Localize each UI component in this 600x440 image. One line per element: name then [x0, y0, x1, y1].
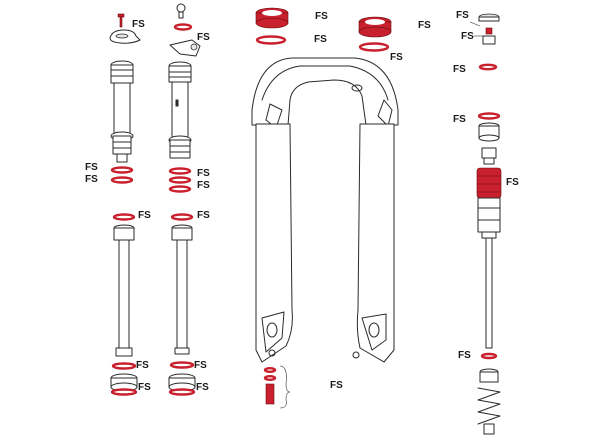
fs-label: FS: [458, 350, 471, 361]
damper-cartridge-left: [109, 13, 141, 184]
headset-seal-right: [358, 16, 392, 52]
fs-label: FS: [314, 34, 327, 45]
fs-label: FS: [194, 360, 207, 371]
seal-ring: [110, 388, 138, 396]
seal-ring: [477, 112, 501, 120]
valve-core: [485, 27, 493, 35]
bolt-head: [176, 3, 186, 13]
fs-label: FS: [315, 11, 328, 22]
fs-label: FS: [138, 382, 151, 393]
seal-ring: [168, 388, 196, 396]
seal-ring: [112, 213, 136, 221]
red-piston: [476, 167, 502, 199]
fs-label: FS: [330, 380, 343, 391]
seal-ring: [263, 375, 277, 382]
bleed-port-parts: [263, 365, 291, 409]
coil-spring: [477, 387, 501, 425]
spring-cartridge-left: [168, 3, 201, 193]
fs-label: FS: [456, 10, 469, 21]
fs-label: FS: [390, 52, 403, 63]
fs-label: FS: [453, 114, 466, 125]
seal-ring: [170, 213, 194, 221]
grouping-brace: [279, 365, 291, 409]
fs-label: FS: [418, 20, 431, 31]
fs-label: FS: [453, 64, 466, 75]
fs-label: FS: [85, 162, 98, 173]
fs-label: FS: [136, 360, 149, 371]
seal-ring: [168, 185, 192, 193]
fs-label: FS: [196, 382, 209, 393]
seal-ring: [173, 23, 193, 31]
lower-shaft-right: [168, 213, 196, 396]
shaft: [485, 237, 493, 349]
fs-label: FS: [197, 168, 210, 179]
air-spring-assembly: [469, 13, 502, 435]
seal-ring: [168, 167, 192, 175]
cartridge-tube: [113, 82, 131, 134]
red-plug: [265, 383, 275, 405]
right-leg: [356, 123, 395, 363]
cartridge-tube: [171, 81, 189, 139]
lower-leg-casting: [251, 57, 399, 363]
seal-ring: [110, 166, 134, 174]
seal-ring: [169, 361, 195, 369]
fs-label: FS: [197, 210, 210, 221]
fs-label: FS: [138, 210, 151, 221]
fs-label: FS: [506, 177, 519, 188]
left-leg: [255, 123, 293, 363]
seal-ring: [478, 63, 498, 71]
shaft: [176, 239, 188, 349]
seal-ring: [110, 176, 134, 184]
seal-ring: [358, 42, 390, 52]
fs-labels: FS FS FS FS FS FS FS FS FS FS FS FS FS F…: [85, 10, 519, 393]
fs-label: FS: [85, 174, 98, 185]
lower-shaft-left: [110, 213, 138, 396]
red-bolt-shaft: [119, 16, 123, 28]
seal-ring: [255, 35, 287, 45]
seal-ring: [480, 352, 498, 360]
shaft: [118, 239, 130, 349]
seal-ring: [263, 367, 277, 374]
fork-arch: [251, 57, 399, 126]
fs-label: FS: [197, 32, 210, 43]
red-bolt-head: [117, 13, 125, 18]
seal-ring: [111, 362, 137, 370]
headset-seal-left: [255, 7, 289, 45]
seal-ring: [168, 176, 192, 184]
fs-label: FS: [132, 19, 145, 30]
fs-label: FS: [197, 180, 210, 191]
fs-label: FS: [461, 31, 474, 42]
